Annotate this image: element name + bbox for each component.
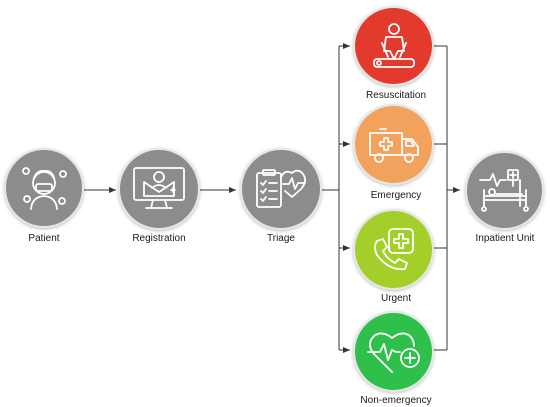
urgent-label: Urgent — [380, 293, 412, 304]
triage-label: Triage — [267, 233, 295, 244]
non-emergency-label: Non-emergency — [360, 395, 432, 406]
phone-medical-icon — [373, 227, 414, 270]
inpatient-label: Inpatient Unit — [475, 233, 535, 244]
inpatient-node — [465, 151, 544, 230]
resuscitation-label: Resuscitation — [365, 90, 427, 101]
resuscitation-node — [353, 6, 434, 86]
emergency-node — [353, 104, 434, 185]
patient-label: Patient — [28, 233, 60, 244]
ambulance-icon — [368, 127, 419, 163]
clipboard-heart-icon — [256, 169, 306, 208]
heart-pulse-icon — [366, 332, 420, 373]
hospital-bed-icon — [478, 168, 529, 212]
emergency-label: Emergency — [370, 190, 422, 201]
patient-node — [4, 148, 84, 228]
registration-label: Registration — [132, 233, 186, 244]
urgent-node — [353, 209, 434, 290]
non-emergency-node — [353, 311, 434, 392]
patient-mask-icon — [22, 167, 67, 210]
cpr-icon — [372, 23, 415, 68]
computer-monitor-icon — [133, 167, 185, 209]
triage-node — [240, 148, 322, 230]
registration-node — [118, 148, 200, 230]
